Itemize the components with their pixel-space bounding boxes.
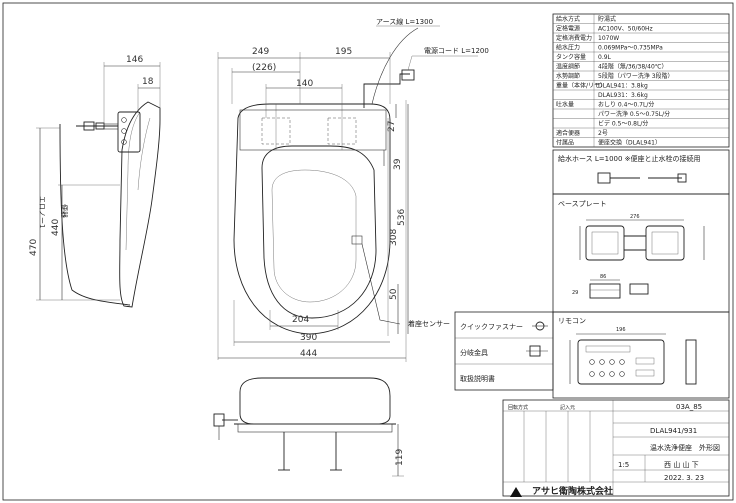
seat-sensor-callout: 着座センサー	[408, 319, 450, 328]
title-scale-header: 回転方式	[508, 404, 528, 411]
title-block	[502, 399, 730, 497]
dim-base-86: 86	[600, 274, 606, 280]
dim-base-29: 29	[572, 290, 578, 296]
hose-title: 給水ホース L=1000 ※便座と止水栓の接続用	[558, 154, 701, 163]
side-view	[36, 62, 161, 308]
dim-base-276: 276	[630, 214, 640, 220]
spec-value: 0.9L	[598, 54, 612, 61]
spec-value: 5段階（パワー洗浄 3段階）	[598, 72, 674, 80]
dim-front-50: 50	[389, 288, 399, 300]
spec-label: 定格消費電力	[556, 34, 592, 42]
spec-label: 定格電源	[556, 25, 580, 33]
dim-front-204: 204	[292, 315, 309, 325]
side-bowl-label: 便器	[60, 204, 69, 218]
drawing-date: 2022. 3. 23	[664, 474, 704, 482]
spec-label: 付属品	[556, 139, 574, 147]
spec-value: 0.069MPa～0.735MPa	[598, 45, 663, 52]
dim-front-249: 249	[252, 47, 269, 57]
spec-value: パワー洗浄 0.5～0.75L/分	[598, 110, 670, 118]
base-plate-title: ベースプレート	[558, 200, 607, 208]
spec-label: 給水圧力	[556, 44, 580, 52]
spec-value: ビデ 0.5～0.8L/分	[598, 120, 648, 128]
drawing-scale: 1:5	[618, 461, 629, 469]
power-cord-callout: 電源コード L=1200	[424, 46, 489, 55]
bottom-view	[213, 377, 404, 477]
spec-label: 適合便器	[556, 129, 580, 137]
spec-value: DLAL941：3.8kg	[598, 83, 648, 90]
dim-front-390: 390	[300, 333, 317, 343]
spec-value: 2号	[598, 130, 608, 137]
model-number: DLAL941/931	[650, 427, 697, 435]
dim-front-27: 27	[387, 121, 397, 132]
dim-front-226: (226)	[252, 63, 276, 73]
spec-label: 給水方式	[556, 15, 580, 23]
spec-value: DLAL931：3.6kg	[598, 92, 648, 99]
title-check-header: 記入元	[560, 404, 575, 411]
remote-box	[552, 311, 730, 399]
drawing-number: 03A_85	[676, 403, 702, 411]
remote-title: リモコン	[558, 317, 586, 325]
spec-value: 便座交換（DLAL941）	[598, 139, 661, 147]
product-name: 温水洗浄便座 外形図	[650, 443, 720, 452]
dim-side-440: 440	[51, 219, 61, 236]
top-view	[217, 27, 419, 362]
spec-value: 貯湯式	[598, 15, 616, 23]
company-name: アサヒ衛陶株式会社	[532, 485, 613, 497]
dim-remote-196: 196	[616, 327, 626, 333]
part-quick-fastener: クイックファスナー	[460, 323, 523, 331]
spec-value: 1070W	[598, 35, 619, 42]
drawn-by: 西 山 山 下	[664, 460, 699, 469]
side-range-label: エロノー1	[38, 196, 46, 228]
dim-side-470: 470	[29, 239, 39, 256]
dim-side-146: 146	[126, 55, 143, 65]
dim-front-39: 39	[393, 158, 403, 170]
dim-front-140: 140	[296, 79, 313, 89]
earth-wire-callout: アース線 L=1300	[376, 17, 433, 26]
spec-label: 吐水量	[556, 101, 574, 109]
spec-value: AC100V、50/60Hz	[598, 26, 653, 33]
spec-label: 重量（本体/リモ）	[556, 82, 606, 90]
spec-value: 4段階（無/36/38/40℃）	[598, 63, 668, 71]
spec-label: 温度調節	[556, 63, 580, 71]
dim-front-444: 444	[300, 349, 317, 359]
dim-front-308: 308	[389, 229, 399, 246]
dim-front-536: 536	[397, 209, 407, 226]
dim-front-195: 195	[335, 47, 352, 57]
spec-label: タンク容量	[556, 53, 586, 61]
part-branch-fitting: 分岐金具	[460, 348, 488, 357]
dim-side-18: 18	[142, 77, 154, 87]
base-plate-box	[552, 193, 730, 313]
spec-value: おしり 0.4～0.7L/分	[598, 101, 654, 109]
spec-label: 水勢調節	[556, 72, 580, 80]
dim-bottom-119: 119	[395, 449, 405, 466]
part-manual: 取扱説明書	[460, 374, 495, 383]
